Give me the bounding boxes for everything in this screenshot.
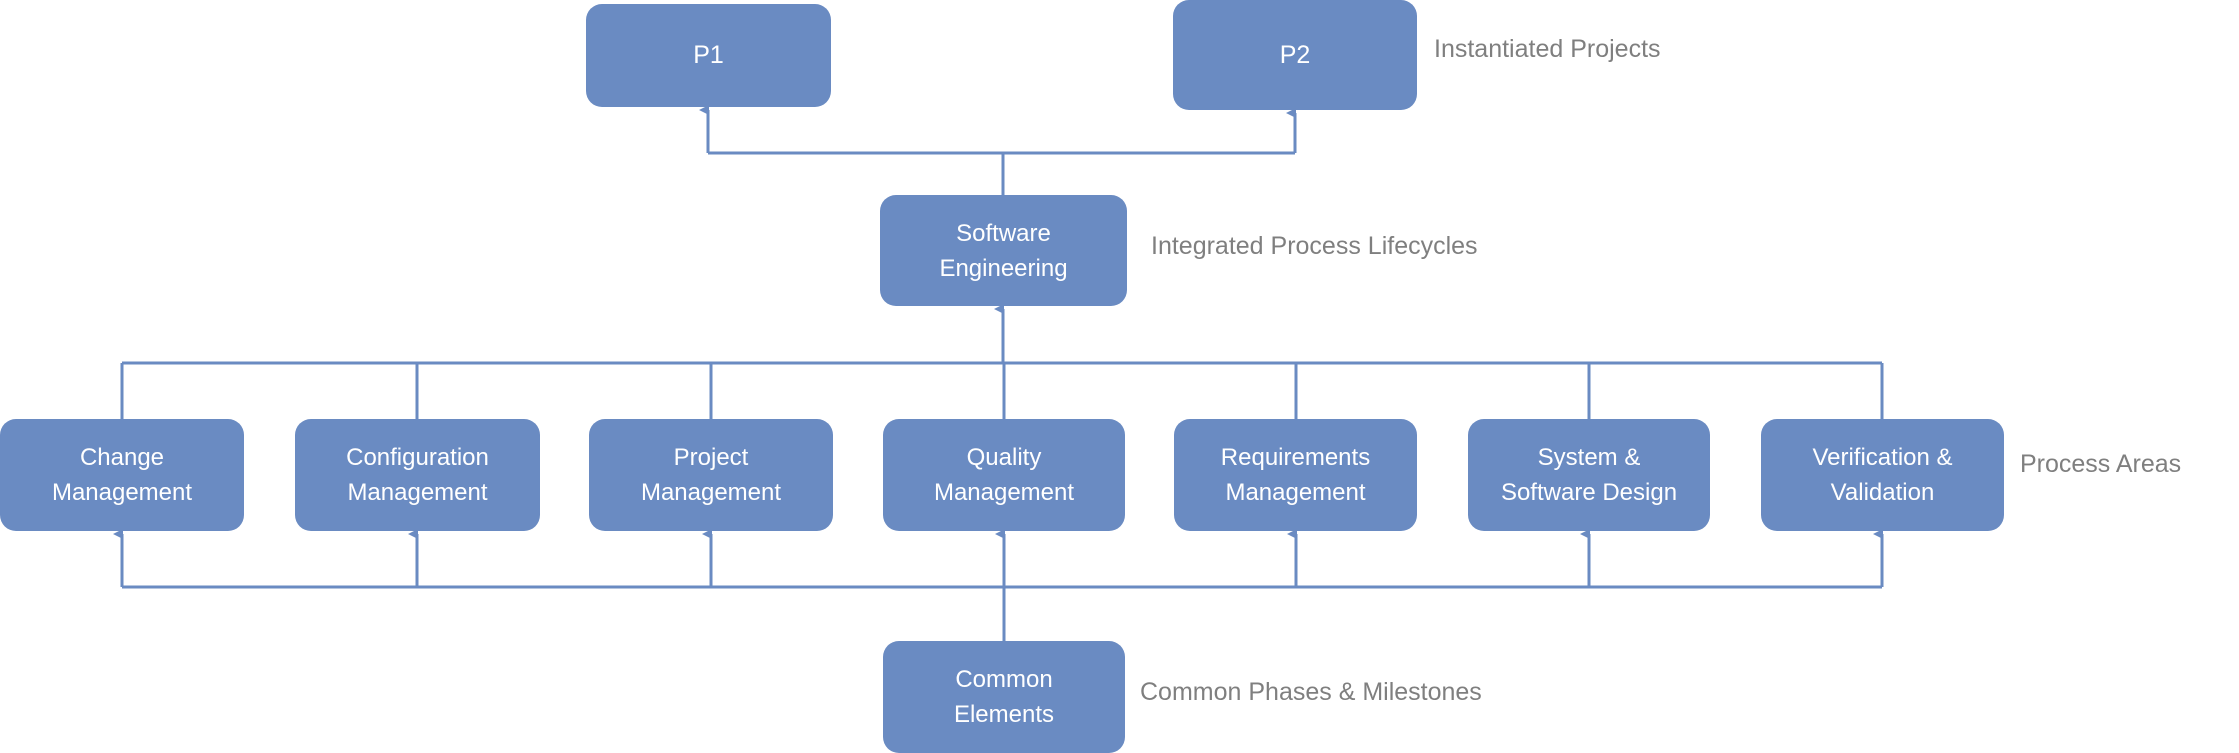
layer-label-common-phases-milestones: Common Phases & Milestones — [1140, 678, 1482, 706]
project-node-p2[interactable]: P2 — [1173, 0, 1417, 110]
layer-label-instantiated-projects: Instantiated Projects — [1434, 35, 1661, 63]
process-area-project-management[interactable]: Project Management — [589, 419, 833, 531]
software-engineering-node[interactable]: Software Engineering — [880, 195, 1127, 306]
process-area-system-software-design[interactable]: System & Software Design — [1468, 419, 1710, 531]
process-area-requirements-management[interactable]: Requirements Management — [1174, 419, 1417, 531]
layer-label-integrated-process-lifecycles: Integrated Process Lifecycles — [1151, 232, 1478, 260]
project-node-p1[interactable]: P1 — [586, 4, 831, 107]
process-area-verification-validation[interactable]: Verification & Validation — [1761, 419, 2004, 531]
process-area-quality-management[interactable]: Quality Management — [883, 419, 1125, 531]
process-area-configuration-management[interactable]: Configuration Management — [295, 419, 540, 531]
layer-label-process-areas: Process Areas — [2020, 450, 2182, 478]
process-area-change-management[interactable]: Change Management — [0, 419, 244, 531]
common-elements-node[interactable]: Common Elements — [883, 641, 1125, 753]
